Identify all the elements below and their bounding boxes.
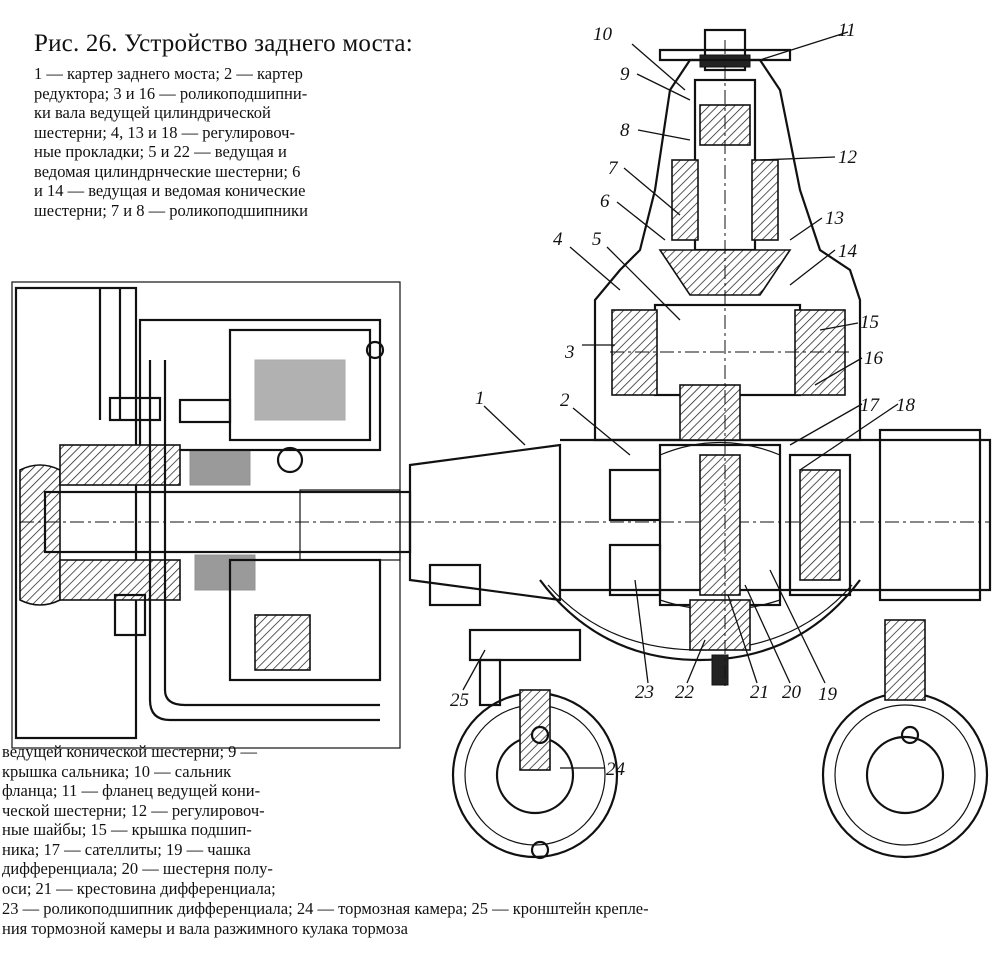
callout-22: 22 [675, 682, 695, 703]
callout-13: 13 [825, 208, 844, 229]
left-hub-assembly [11, 281, 412, 749]
caption-legend-top: 1 — картер заднего моста; 2 — картер ред… [34, 64, 446, 220]
caption-line: ческой шестерни; 12 — регулировоч- [2, 800, 265, 820]
caption-line: и 14 — ведущая и ведомая конические [34, 181, 306, 200]
callout-17: 17 [860, 395, 881, 416]
caption-legend-footer: 23 — роликоподшипник дифференциала; 24 —… [2, 899, 962, 938]
reducer-housing [593, 28, 862, 690]
callout-2: 2 [560, 390, 570, 411]
caption-line: ведомая цилиндрнческие шестерни; 6 [34, 161, 301, 181]
leader-lines [462, 31, 899, 769]
callout-18: 18 [896, 395, 916, 416]
caption-line: ведущей конической шестерни; 9 — [2, 742, 258, 761]
caption-line: ника; 17 — сателлиты; 19 — чашка [2, 839, 251, 859]
caption-line: шестерни; 4, 13 и 18 — регулировоч- [34, 122, 295, 142]
callout-7: 7 [608, 158, 619, 179]
caption-line: ния тормозной камеры и вала разжимного к… [2, 918, 408, 938]
figure-title: Рис. 26. Устройство заднего моста: [34, 30, 413, 57]
brake-chamber-right [821, 619, 989, 859]
axle-housing [408, 428, 992, 662]
callout-8: 8 [620, 120, 630, 141]
callout-10: 10 [593, 24, 613, 45]
callout-4: 4 [553, 229, 563, 250]
caption-line: шестерни; 7 и 8 — роликоподшипники [34, 200, 308, 220]
callout-20: 20 [782, 682, 802, 703]
callout-9: 9 [620, 64, 630, 85]
caption-line: 23 — роликоподшипник дифференциала; 24 —… [2, 899, 649, 918]
callout-23: 23 [635, 682, 654, 703]
callout-24: 24 [606, 759, 626, 780]
callout-21: 21 [750, 682, 769, 703]
callout-25: 25 [450, 690, 469, 711]
callout-6: 6 [600, 191, 610, 212]
caption-line: фланца; 11 — фланец ведущей кони- [2, 781, 261, 800]
callout-11: 11 [838, 20, 856, 41]
callout-12: 12 [838, 147, 858, 168]
caption-line: ки вала ведущей цилиндрической [34, 103, 271, 122]
caption-line: дифференциала; 20 — шестерня полу- [2, 859, 273, 878]
callout-5: 5 [592, 229, 602, 250]
callout-labels: 1 2 3 4 5 6 7 8 9 10 11 12 13 14 15 16 1… [450, 20, 916, 780]
callout-3: 3 [564, 342, 575, 363]
caption-line: оси; 21 — крестовина дифференциала; [2, 878, 276, 898]
callout-14: 14 [838, 241, 858, 262]
callout-19: 19 [818, 684, 838, 705]
callout-16: 16 [864, 348, 884, 369]
caption-line: ные прокладки; 5 и 22 — ведущая и [34, 142, 287, 161]
caption-legend-bottom: ведущей конической шестерни; 9 — крышка … [2, 742, 414, 898]
caption-line: 1 — картер заднего моста; 2 — картер [34, 64, 303, 83]
callout-15: 15 [860, 312, 879, 333]
caption-line: редуктора; 3 и 16 — роликоподшипни- [34, 83, 308, 103]
callout-1: 1 [475, 388, 485, 409]
caption-line: крышка сальника; 10 — сальник [2, 761, 232, 781]
brake-chamber-left [451, 628, 619, 860]
caption-line: ные шайбы; 15 — крышка подшип- [2, 820, 252, 839]
